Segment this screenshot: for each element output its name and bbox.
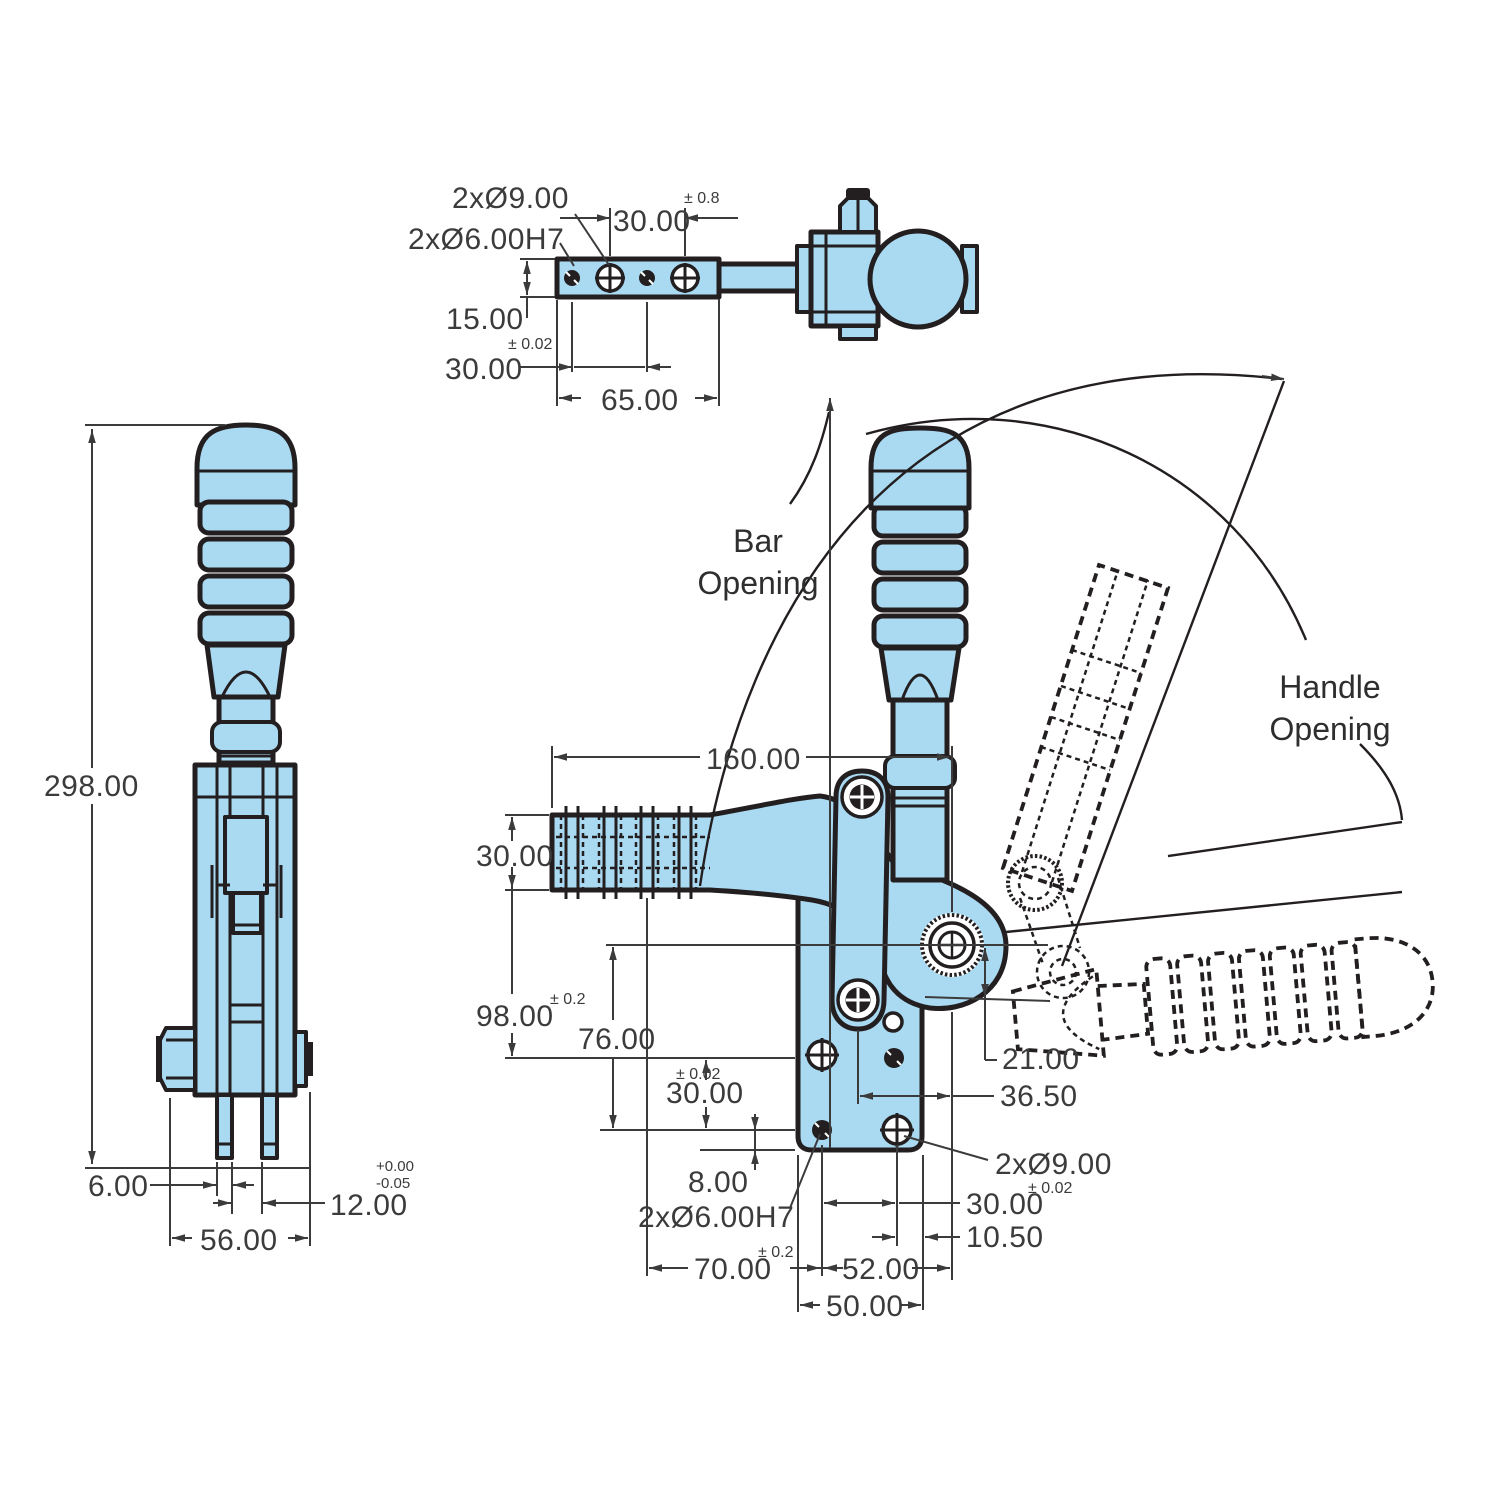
dim-mount-height: 98.00: [476, 1000, 554, 1033]
side-prong-left: [215, 1093, 234, 1160]
front-view-dimensions: 160.00 30.00 98.00 ± 0.2 76.00 30.00 ± 0…: [476, 743, 1112, 1323]
dim-hole-row-pitch-tol: ± 0.02: [676, 1066, 720, 1083]
dim-bar-length: 160.00: [706, 743, 801, 776]
leader-dowel-holes: [789, 1133, 821, 1209]
side-handle-ring: [197, 610, 295, 647]
top-view-dowel-hole-2: [639, 270, 655, 286]
side-stud: [293, 1030, 308, 1088]
top-view-bolt-tail: [838, 324, 878, 341]
top-view-screw-hole-2: [670, 263, 700, 293]
dim-pivot-height: 76.00: [578, 1023, 656, 1056]
top-view-screw-hole-1: [595, 263, 625, 293]
dim-hole-row-pitch: 30.00: [666, 1077, 744, 1110]
dim-top-holes-small: 2xØ6.00H7: [408, 223, 564, 256]
top-view: [554, 188, 979, 341]
open-link-pivot: [1035, 944, 1091, 1000]
side-view: [156, 422, 313, 1160]
handle-dome: [868, 425, 972, 511]
plate-spring-hole: [882, 1011, 904, 1033]
open-bar-outline: [1000, 562, 1171, 894]
handle-ring: [871, 539, 969, 576]
dim-bar-hole-offset-tol: ± 0.2: [758, 1244, 794, 1261]
handle-shaft-bulge: [883, 754, 957, 790]
dim-top-thickness: 15.00: [446, 303, 524, 336]
open-handle-collar: [1010, 966, 1106, 1058]
front-view-phantom: [1000, 562, 1435, 1058]
label-handle-opening-1: Handle: [1279, 669, 1380, 705]
label-handle-opening-2: Opening: [1270, 711, 1391, 747]
link-screw-upper: [840, 775, 884, 819]
label-bar-opening-2: Opening: [698, 565, 819, 601]
open-handle-boundary-line: [1005, 890, 1403, 934]
dim-bar-hole-offset: 70.00: [694, 1253, 772, 1286]
dim-hole-pitch-tol: ± 0.02: [1028, 1180, 1072, 1197]
handle-opening-arc: [865, 417, 1308, 641]
link-screw-lower: [836, 978, 880, 1022]
open-bar-boundary-line: [1060, 380, 1286, 967]
dim-link-offset: 36.50: [1000, 1080, 1078, 1113]
open-handle: [1010, 936, 1435, 1058]
toggle-link: [829, 768, 891, 1032]
top-view-dimensions: 2xØ9.00 2xØ6.00H7 30.00 ± 0.8 15.00 ± 0.…: [408, 182, 738, 417]
open-handle-dome: [1352, 936, 1435, 1040]
dim-top-pitch-small-tol: ± 0.02: [508, 336, 552, 353]
dim-side-prong-width: 6.00: [88, 1170, 148, 1203]
side-handle-ring: [197, 536, 295, 573]
side-view-dimensions: 298.00 6.00 12.00 +0.00 -0.05 56.00: [44, 424, 414, 1257]
plate-dowel-hole-lower: [812, 1120, 832, 1140]
side-handle-ring: [197, 573, 295, 610]
open-handle-neck: [1097, 981, 1151, 1042]
side-prong-right: [260, 1093, 279, 1160]
bar-opening-arc: [698, 373, 1283, 887]
handle-ring: [871, 613, 969, 650]
dim-side-width: 56.00: [200, 1224, 278, 1257]
handle-ring: [871, 576, 969, 613]
open-bar-end-line: [1167, 820, 1403, 858]
bar-serrations: [556, 806, 710, 899]
dim-side-slot-tol-minus: -0.05: [376, 1175, 410, 1192]
dim-top-pitch-tol: ± 0.8: [684, 190, 720, 207]
dim-pivot-offset: 52.00: [842, 1253, 920, 1286]
side-bolt-head: [158, 1026, 197, 1092]
side-handle-neck-bulge: [210, 720, 282, 754]
dim-side-slot-tol-plus: +0.00: [376, 1158, 414, 1175]
bar-opening-leader: [789, 411, 831, 505]
side-ubar-boss: [223, 815, 269, 895]
annotation-labels: Bar Opening Handle Opening: [698, 523, 1391, 747]
dim-front-holes-large: 2xØ9.00: [995, 1148, 1112, 1181]
dim-top-pitch: 30.00: [613, 205, 691, 238]
dim-top-pitch-small: 30.00: [445, 353, 523, 386]
dim-front-holes-small: 2xØ6.00H7: [638, 1201, 794, 1234]
dim-bar-height: 30.00: [476, 840, 554, 873]
open-link: [1018, 877, 1082, 965]
dim-jaw-offset: 21.00: [1002, 1043, 1080, 1076]
dim-edge-offset: 10.50: [966, 1221, 1044, 1254]
plate-dowel-hole-upper: [884, 1048, 904, 1068]
label-bar-opening-1: Bar: [733, 523, 783, 559]
top-view-bar: [716, 261, 808, 294]
dim-mount-height-tol: ± 0.2: [550, 991, 586, 1008]
dim-top-length: 65.00: [601, 384, 679, 417]
handle-opening-leader: [1359, 743, 1404, 821]
side-handle-dome: [194, 422, 298, 508]
top-view-dowel-hole-1: [564, 270, 580, 286]
dim-side-height: 298.00: [44, 770, 139, 803]
top-view-knob: [867, 228, 969, 330]
dim-top-holes-large: 2xØ9.00: [452, 182, 569, 215]
dim-hole-pitch: 30.00: [966, 1188, 1044, 1221]
dim-base-offset: 8.00: [688, 1166, 748, 1199]
motion-reference-lines: [698, 373, 1404, 1148]
side-handle-ring: [197, 499, 295, 536]
top-view-bolt-cap: [846, 188, 870, 199]
open-pivot-serration: [1006, 854, 1064, 912]
dim-side-slot-width: 12.00: [330, 1189, 408, 1222]
leader-screw-holes: [903, 1135, 989, 1161]
dim-plate-width: 50.00: [826, 1290, 904, 1323]
